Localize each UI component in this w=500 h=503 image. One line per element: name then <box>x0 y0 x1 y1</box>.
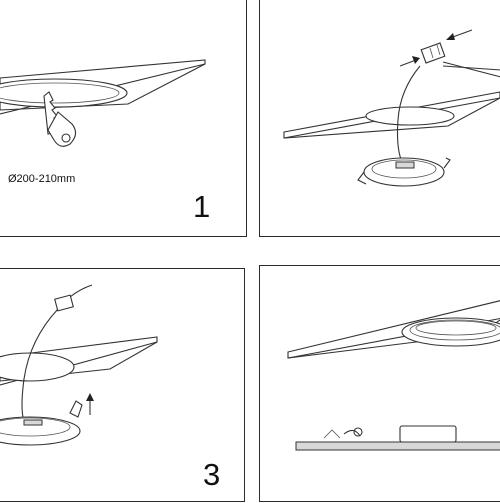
lamp-cable <box>396 65 421 163</box>
downlight-fixture <box>0 416 81 446</box>
arrow-head-icon <box>86 393 94 401</box>
saw-handle-icon <box>47 111 77 147</box>
step-number: 1 <box>193 189 211 224</box>
step-2-panel <box>259 0 500 237</box>
hole-diameter-label: Ø200-210mm <box>8 173 76 185</box>
mains-cable <box>442 61 500 78</box>
spring-clip-icon <box>357 171 367 185</box>
lamp-cable <box>21 308 59 422</box>
fixture-section <box>399 425 457 443</box>
wiring-illustration <box>283 29 500 187</box>
driver-box <box>23 419 43 426</box>
mains-cable <box>69 284 93 298</box>
step-4-panel <box>259 265 500 502</box>
arrow-head-icon <box>412 56 420 64</box>
driver-box <box>395 161 415 169</box>
cutout-circle <box>0 352 75 382</box>
insert-fixture-illustration <box>0 284 158 446</box>
terminal-block-icon <box>420 42 446 64</box>
spring-clip-icon <box>443 157 451 169</box>
spring-clip-icon <box>343 429 361 437</box>
installed-fixture-illustration <box>287 300 500 451</box>
ceiling-cutout-illustration <box>0 59 206 147</box>
cutout-circle <box>0 78 128 108</box>
step-1-panel: Ø200-210mm 1 <box>0 0 247 237</box>
arrow-icon <box>399 59 417 67</box>
step-number: 3 <box>203 457 221 492</box>
spring-clip-icon <box>69 400 83 418</box>
ceiling-section <box>295 441 500 451</box>
arrow-head-icon <box>446 33 455 40</box>
terminal-block-icon <box>54 294 74 312</box>
cutout-circle <box>365 106 455 126</box>
step-3-panel: 3 <box>0 268 245 502</box>
